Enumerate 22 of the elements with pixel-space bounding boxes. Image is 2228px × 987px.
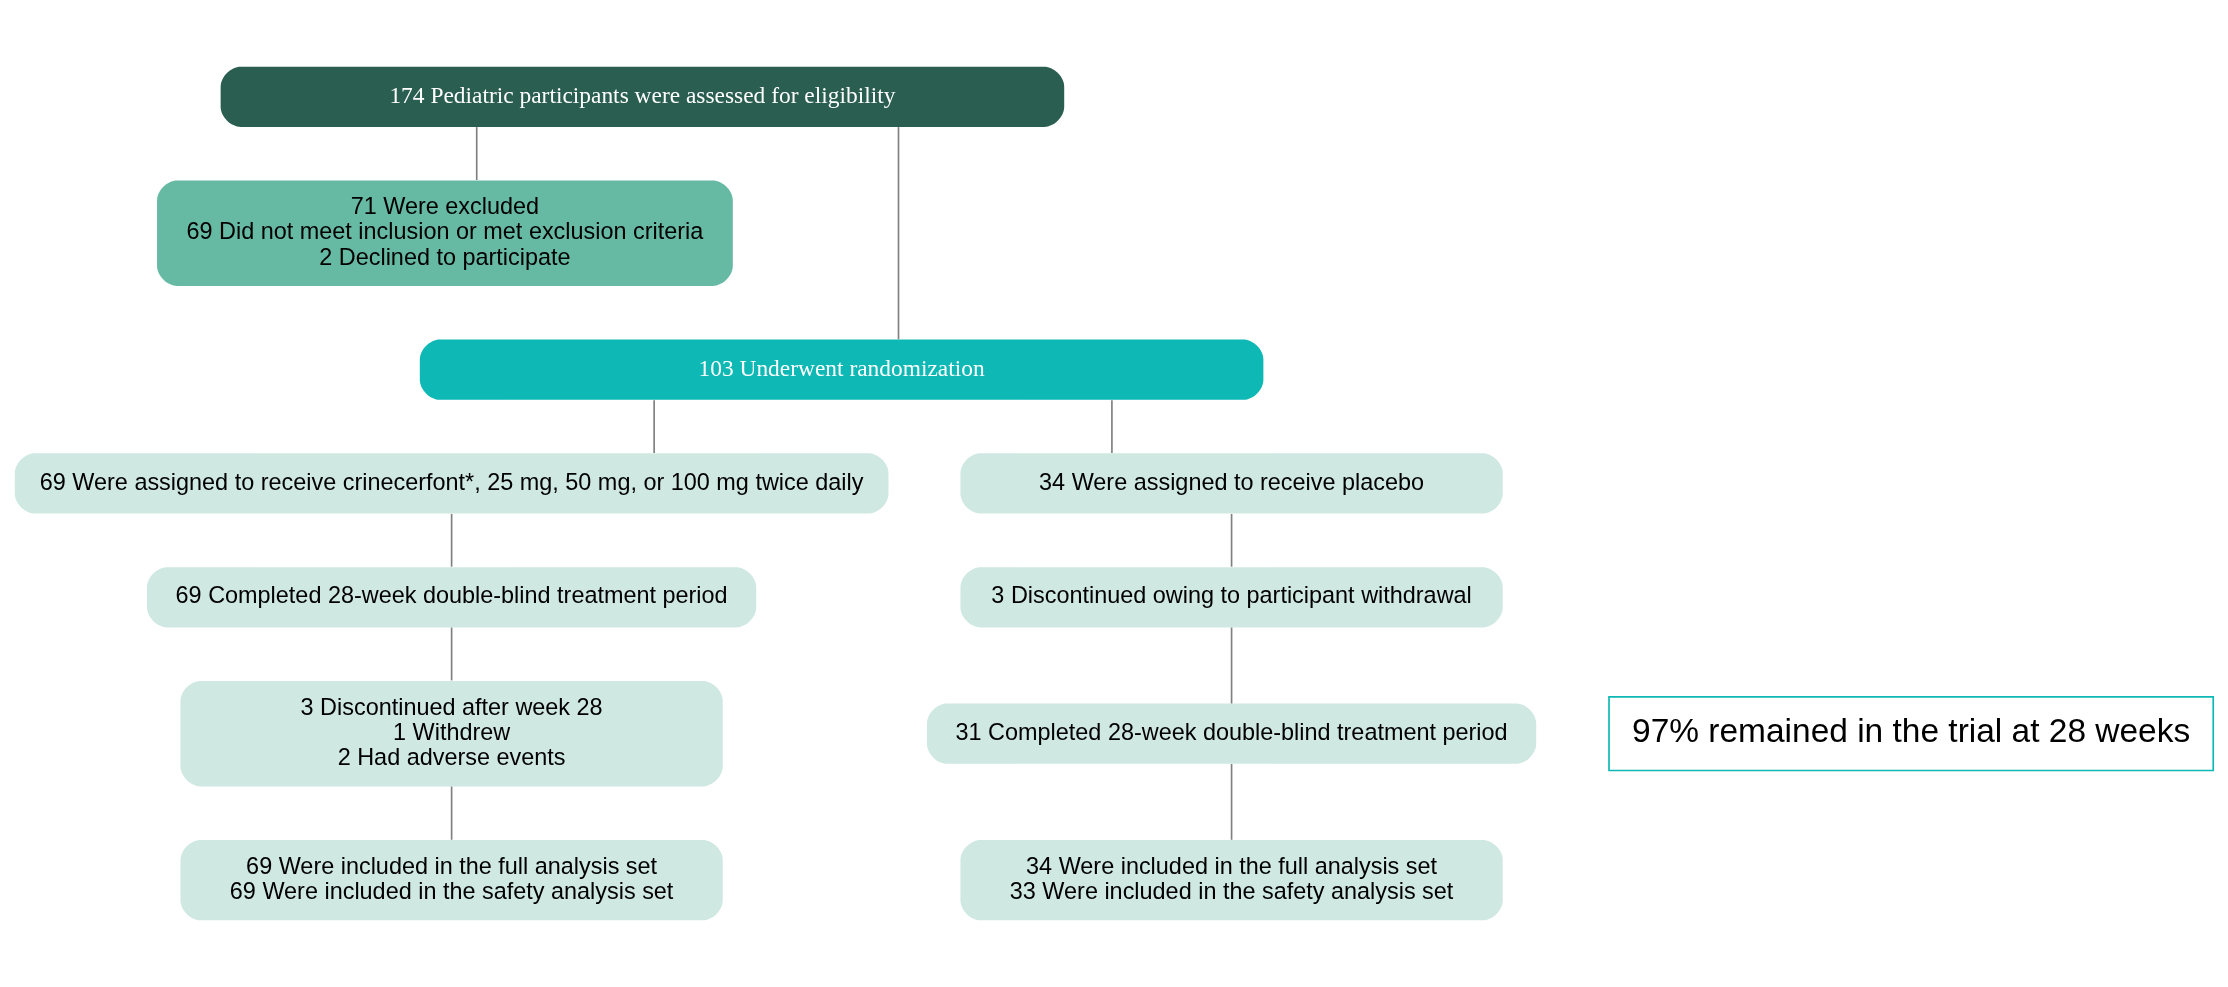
connector xyxy=(475,126,478,181)
node-box: 3 Discontinued after week 28 1 Withdrew 2 Had adverse events xyxy=(180,680,723,787)
connector xyxy=(450,513,453,568)
connector xyxy=(653,399,655,454)
node-box: 69 Completed 28-week double-blind treatment period xyxy=(147,567,757,628)
node-box: 31 Completed 28-week double-blind treatment period xyxy=(926,703,1537,764)
connector xyxy=(1111,399,1113,454)
connector xyxy=(1230,763,1233,841)
connector xyxy=(1230,513,1233,568)
node-box: 3 Discontinued owing to participant withdrawal xyxy=(960,567,1503,628)
connector xyxy=(450,785,453,841)
node-box: 34 Were included in the full analysis set 33 Were included in the safety analysis set xyxy=(960,839,1503,921)
connector xyxy=(450,626,453,682)
connector xyxy=(1230,626,1233,705)
node-box: 103 Underwent randomization xyxy=(419,339,1264,400)
node-box: 174 Pediatric participants were assessed for eligibility xyxy=(220,66,1065,127)
node-box: 69 Were included in the full analysis set 69 Were included in the safety analysis set xyxy=(180,839,723,921)
node-box: 69 Were assigned to receive crinecerfont*, 25 mg, 50 mg, or 100 mg twice daily xyxy=(14,453,889,514)
connector xyxy=(897,126,900,341)
node-box: 97% remained in the trial at 28 weeks xyxy=(1608,696,2215,772)
node-box: 71 Were excluded 69 Did not meet inclusion or met exclusion criteria 2 Declined to participate xyxy=(157,180,733,286)
node-box: 34 Were assigned to receive placebo xyxy=(960,453,1503,514)
